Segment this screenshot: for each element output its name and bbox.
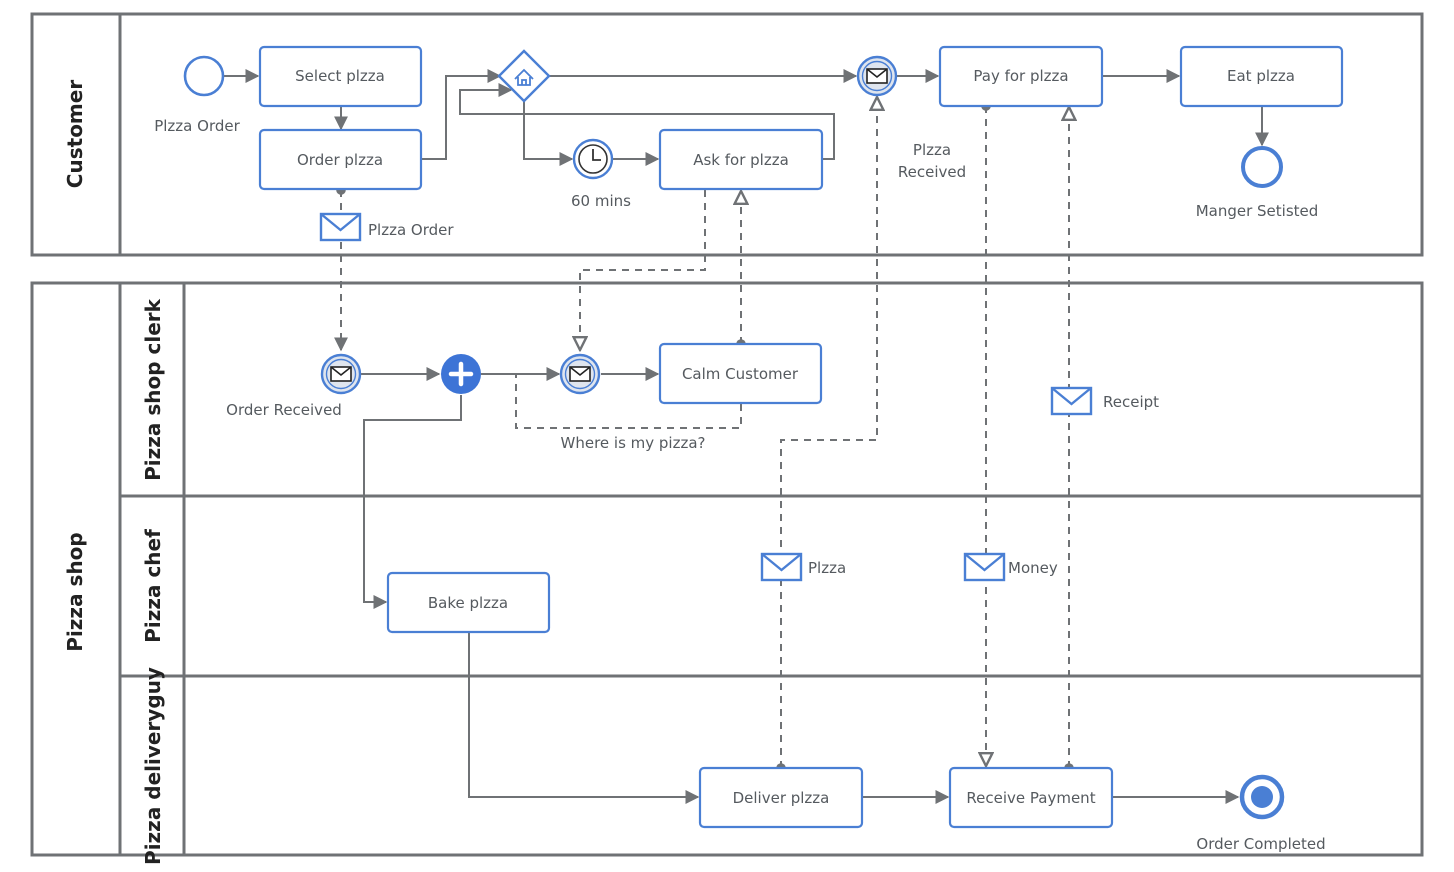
task-receive-payment-label: Receive Payment	[966, 789, 1095, 807]
task-calm-customer-label: Calm Customer	[682, 365, 799, 383]
envelope-icon	[866, 68, 888, 84]
lane-delivery-label: Pizza deliveryguy	[141, 667, 165, 865]
task-ask-for-pizza[interactable]: Ask for plzza	[658, 128, 824, 191]
task-deliver-pizza[interactable]: Deliver plzza	[698, 766, 864, 829]
pool-customer: Customer	[30, 12, 1424, 257]
task-select-pizza[interactable]: Select plzza	[258, 45, 423, 108]
message-flows	[334, 97, 1069, 768]
order-received-event[interactable]	[320, 353, 362, 395]
task-ask-for-pizza-label: Ask for plzza	[693, 151, 789, 169]
pool-pizza-shop: Pizza shop Pizza shop clerk Pizza chef P…	[30, 281, 1424, 865]
lane-clerk-label: Pizza shop clerk	[141, 298, 165, 481]
order-completed-label: Order Completed	[1196, 835, 1325, 853]
plus-icon	[448, 361, 474, 387]
timer-label: 60 mins	[571, 192, 631, 210]
task-pay-for-pizza[interactable]: Pay for plzza	[938, 45, 1104, 108]
receipt-message[interactable]	[1050, 386, 1093, 416]
pool-customer-label: Customer	[63, 80, 87, 189]
task-eat-pizza[interactable]: Eat plzza	[1179, 45, 1344, 108]
task-calm-customer[interactable]: Calm Customer	[658, 342, 823, 405]
receipt-message-label: Receipt	[1103, 393, 1159, 411]
task-eat-pizza-label: Eat plzza	[1227, 67, 1295, 85]
pizza-received-event[interactable]	[856, 55, 898, 97]
lane-chef-label: Pizza chef	[141, 529, 165, 643]
msg-where-loop	[515, 374, 742, 429]
envelope-icon	[569, 366, 591, 382]
msg-ask-to-catch	[580, 190, 706, 350]
flow-parallel-bake	[363, 395, 462, 609]
order-received-label: Order Received	[226, 401, 342, 419]
timer-event[interactable]	[572, 138, 614, 180]
pool-pizza-shop-label: Pizza shop	[63, 532, 87, 651]
money-message[interactable]	[963, 552, 1006, 582]
flow-bake-deliver	[468, 632, 700, 804]
pizza-order-message[interactable]	[319, 212, 362, 242]
parallel-gateway[interactable]	[441, 354, 481, 394]
end-event-customer-label: Manger Setisted	[1196, 202, 1319, 220]
end-event-customer[interactable]	[1241, 146, 1283, 188]
task-deliver-pizza-label: Deliver plzza	[733, 789, 830, 807]
task-pay-for-pizza-label: Pay for plzza	[973, 67, 1068, 85]
task-select-pizza-label: Select plzza	[295, 67, 385, 85]
where-message-event[interactable]	[559, 353, 601, 395]
envelope-icon	[330, 366, 352, 382]
pizza-received-label-2: Received	[898, 163, 966, 181]
start-event-label: Plzza Order	[154, 117, 240, 135]
money-message-label: Money	[1008, 559, 1058, 577]
start-event[interactable]	[183, 55, 225, 97]
order-completed-event[interactable]	[1239, 774, 1285, 820]
task-bake-pizza[interactable]: Bake plzza	[386, 571, 551, 634]
clock-icon	[592, 149, 601, 161]
envelope-icon	[319, 212, 362, 242]
msg-deliver-to-received	[781, 97, 877, 768]
flow-order-gateway	[421, 69, 502, 160]
task-bake-pizza-label: Bake plzza	[428, 594, 508, 612]
where-message-label: Where is my pizza?	[561, 434, 706, 452]
event-based-gateway[interactable]	[497, 49, 551, 103]
pizza-message-label: Plzza	[808, 559, 846, 577]
task-order-pizza-label: Order plzza	[297, 151, 383, 169]
envelope-icon	[760, 552, 803, 582]
flow-gateway-timer	[523, 101, 574, 166]
pizza-order-message-label: Plzza Order	[368, 221, 454, 239]
pizza-received-label-1: Plzza	[913, 141, 951, 159]
pizza-message[interactable]	[760, 552, 803, 582]
envelope-icon	[1050, 386, 1093, 416]
task-receive-payment[interactable]: Receive Payment	[948, 766, 1114, 829]
task-order-pizza[interactable]: Order plzza	[258, 128, 423, 191]
envelope-icon	[963, 552, 1006, 582]
home-icon	[514, 68, 534, 86]
